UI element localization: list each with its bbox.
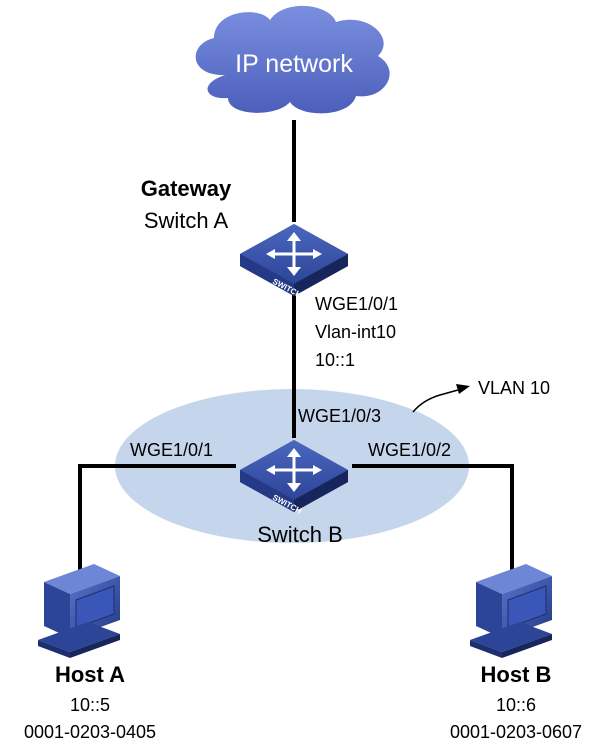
host-b-ip-label: 10::6 (496, 695, 536, 715)
host-a-computer (38, 564, 120, 658)
host-a-name-label: Host A (55, 662, 125, 687)
host-b-mac-label: 0001-0203-0607 (450, 722, 582, 742)
cloud-icon (195, 5, 390, 114)
switch-b-uplink-port-label: WGE1/0/3 (298, 406, 381, 426)
switch-b-to-host-b-link (352, 464, 514, 570)
labels: Gateway Switch A WGE1/0/1 Vlan-int10 10:… (24, 176, 582, 742)
switch-b: SWITCH (240, 440, 348, 516)
switch-b-icon (240, 440, 348, 512)
host-b-name-label: Host B (481, 662, 552, 687)
host-b-computer (470, 564, 552, 658)
switch-a-role-label: Gateway (141, 176, 232, 201)
ip-network-cloud: IP network (195, 5, 390, 114)
switch-b-right-port-label: WGE1/0/2 (368, 440, 451, 460)
switch-a-name-label: Switch A (144, 208, 229, 233)
host-a-ip-label: 10::5 (70, 695, 110, 715)
vlan-label: VLAN 10 (478, 378, 550, 398)
switch-b-left-port-label: WGE1/0/1 (130, 440, 213, 460)
vlan-interface-ip-label: 10::1 (315, 350, 355, 370)
computer-icon (470, 564, 552, 658)
vlan-pointer-arrow (412, 384, 470, 413)
switch-b-to-host-a-link (78, 464, 236, 570)
computer-icon (38, 564, 120, 658)
switch-a-icon (240, 224, 348, 296)
switch-a: SWITCH (240, 224, 348, 300)
vlan-interface-label: Vlan-int10 (315, 322, 396, 342)
cloud-label: IP network (235, 50, 353, 78)
host-a-mac-label: 0001-0203-0405 (24, 722, 156, 742)
switch-a-port-label: WGE1/0/1 (315, 294, 398, 314)
links (78, 120, 514, 570)
switch-b-name-label: Switch B (257, 522, 343, 547)
